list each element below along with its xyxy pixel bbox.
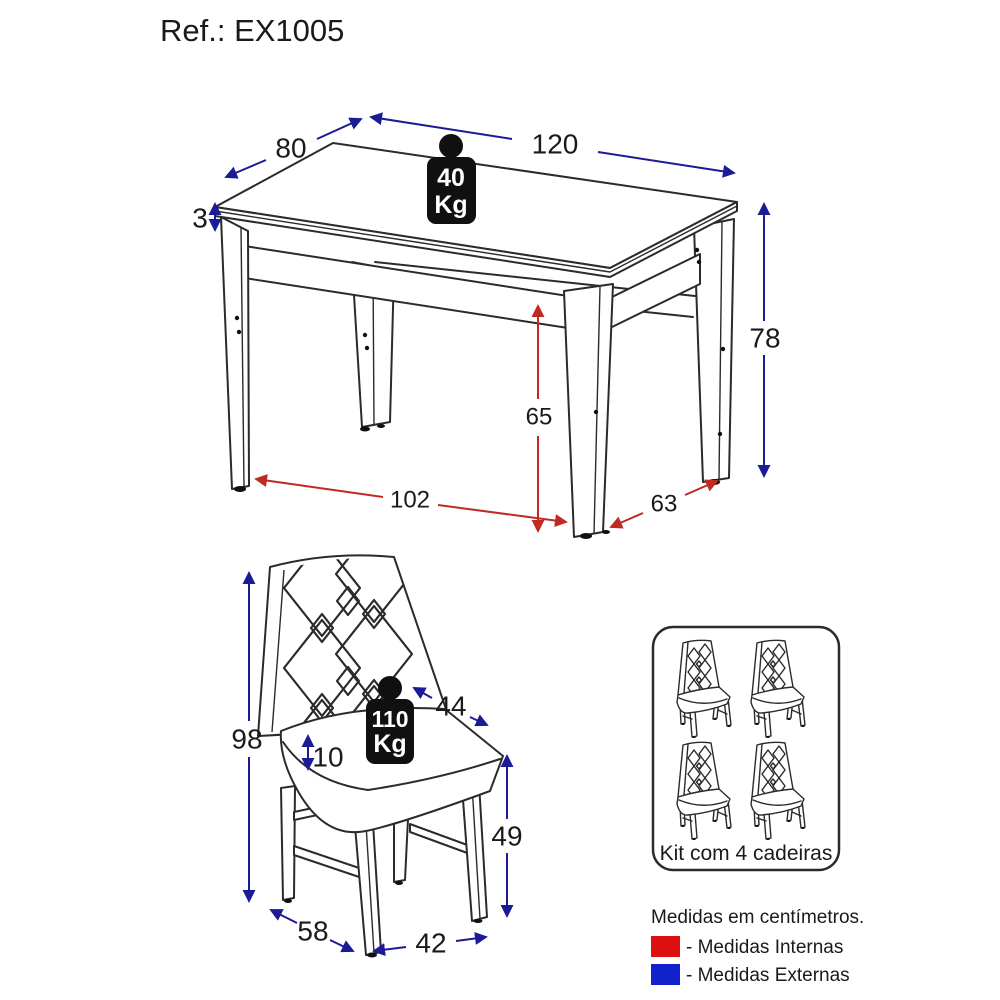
chair-dim-cushion-thickness: 10 [301,734,344,773]
chair-weight-capacity-tag: 110 Kg [366,676,414,764]
kit-box: Kit com 4 cadeiras [651,625,841,872]
chair-depth-label: 58 [297,916,328,947]
table-internal-height-label: 65 [526,404,553,431]
table-drawing [214,142,738,539]
table-dim-depth: 80 [224,117,363,179]
page-title: Ref.: EX1005 [160,13,344,48]
table-dim-internal-depth: 63 [609,479,719,529]
table-dim-length: 120 [369,112,736,178]
chair-front-left-leg [354,822,382,956]
table-height-label: 78 [749,323,780,354]
chair-dim-width: 42 [372,928,488,959]
table-internal-depth-label: 63 [651,491,678,518]
table-dim-internal-height: 65 [526,304,553,533]
weight-body-icon [366,699,414,764]
screw-dots [234,247,726,437]
chair-weight-value: 110 [371,706,408,732]
table-dim-top-thickness: 3 [192,202,222,234]
weight-body-icon [427,157,476,224]
internal-measures-swatch [651,936,680,957]
table-weight-value: 40 [437,164,465,192]
table-dim-internal-length: 102 [254,474,568,527]
external-measures-swatch [651,964,680,985]
chair-seat-width-label: 44 [435,691,466,722]
table-dim-height: 78 [749,202,781,478]
legend-title: Medidas em centímetros. [651,907,864,928]
table-internal-length-label: 102 [390,487,430,514]
table-front-left-leg [220,216,250,490]
table-back-right-leg [693,218,735,483]
chair-seat-height-label: 49 [491,821,522,852]
chair-right-stretcher [409,823,471,855]
chair-dim-seat-width: 44 [412,687,489,727]
table-thickness-label: 3 [192,203,208,234]
kit-label: Kit com 4 cadeiras [660,842,833,865]
table-foot-pads [234,424,720,539]
weight-knob-icon [439,134,463,158]
legend-internal-label: - Medidas Internas [686,937,843,958]
legend-external-label: - Medidas Externas [686,965,850,986]
weight-knob-icon [378,676,402,700]
chair-cushion-label: 10 [312,742,343,773]
chair-dim-depth: 58 [269,909,355,953]
table-depth-label: 80 [275,133,306,164]
chair-height-label: 98 [231,724,262,755]
legend: Medidas em centímetros. - Medidas Intern… [651,907,864,986]
table-weight-capacity-tag: 40 Kg [427,134,476,224]
table-length-label: 120 [532,129,579,160]
chair-foot-pads [284,881,483,958]
chair-back-left-leg [280,785,296,901]
chair-dim-seat-height: 49 [491,754,523,918]
chair-dim-height: 98 [231,571,263,903]
chair-weight-unit: Kg [373,730,406,758]
table-weight-unit: Kg [434,191,467,219]
chair-width-label: 42 [415,928,446,959]
table-front-right-leg [563,283,614,538]
chair-drawing [257,554,504,958]
